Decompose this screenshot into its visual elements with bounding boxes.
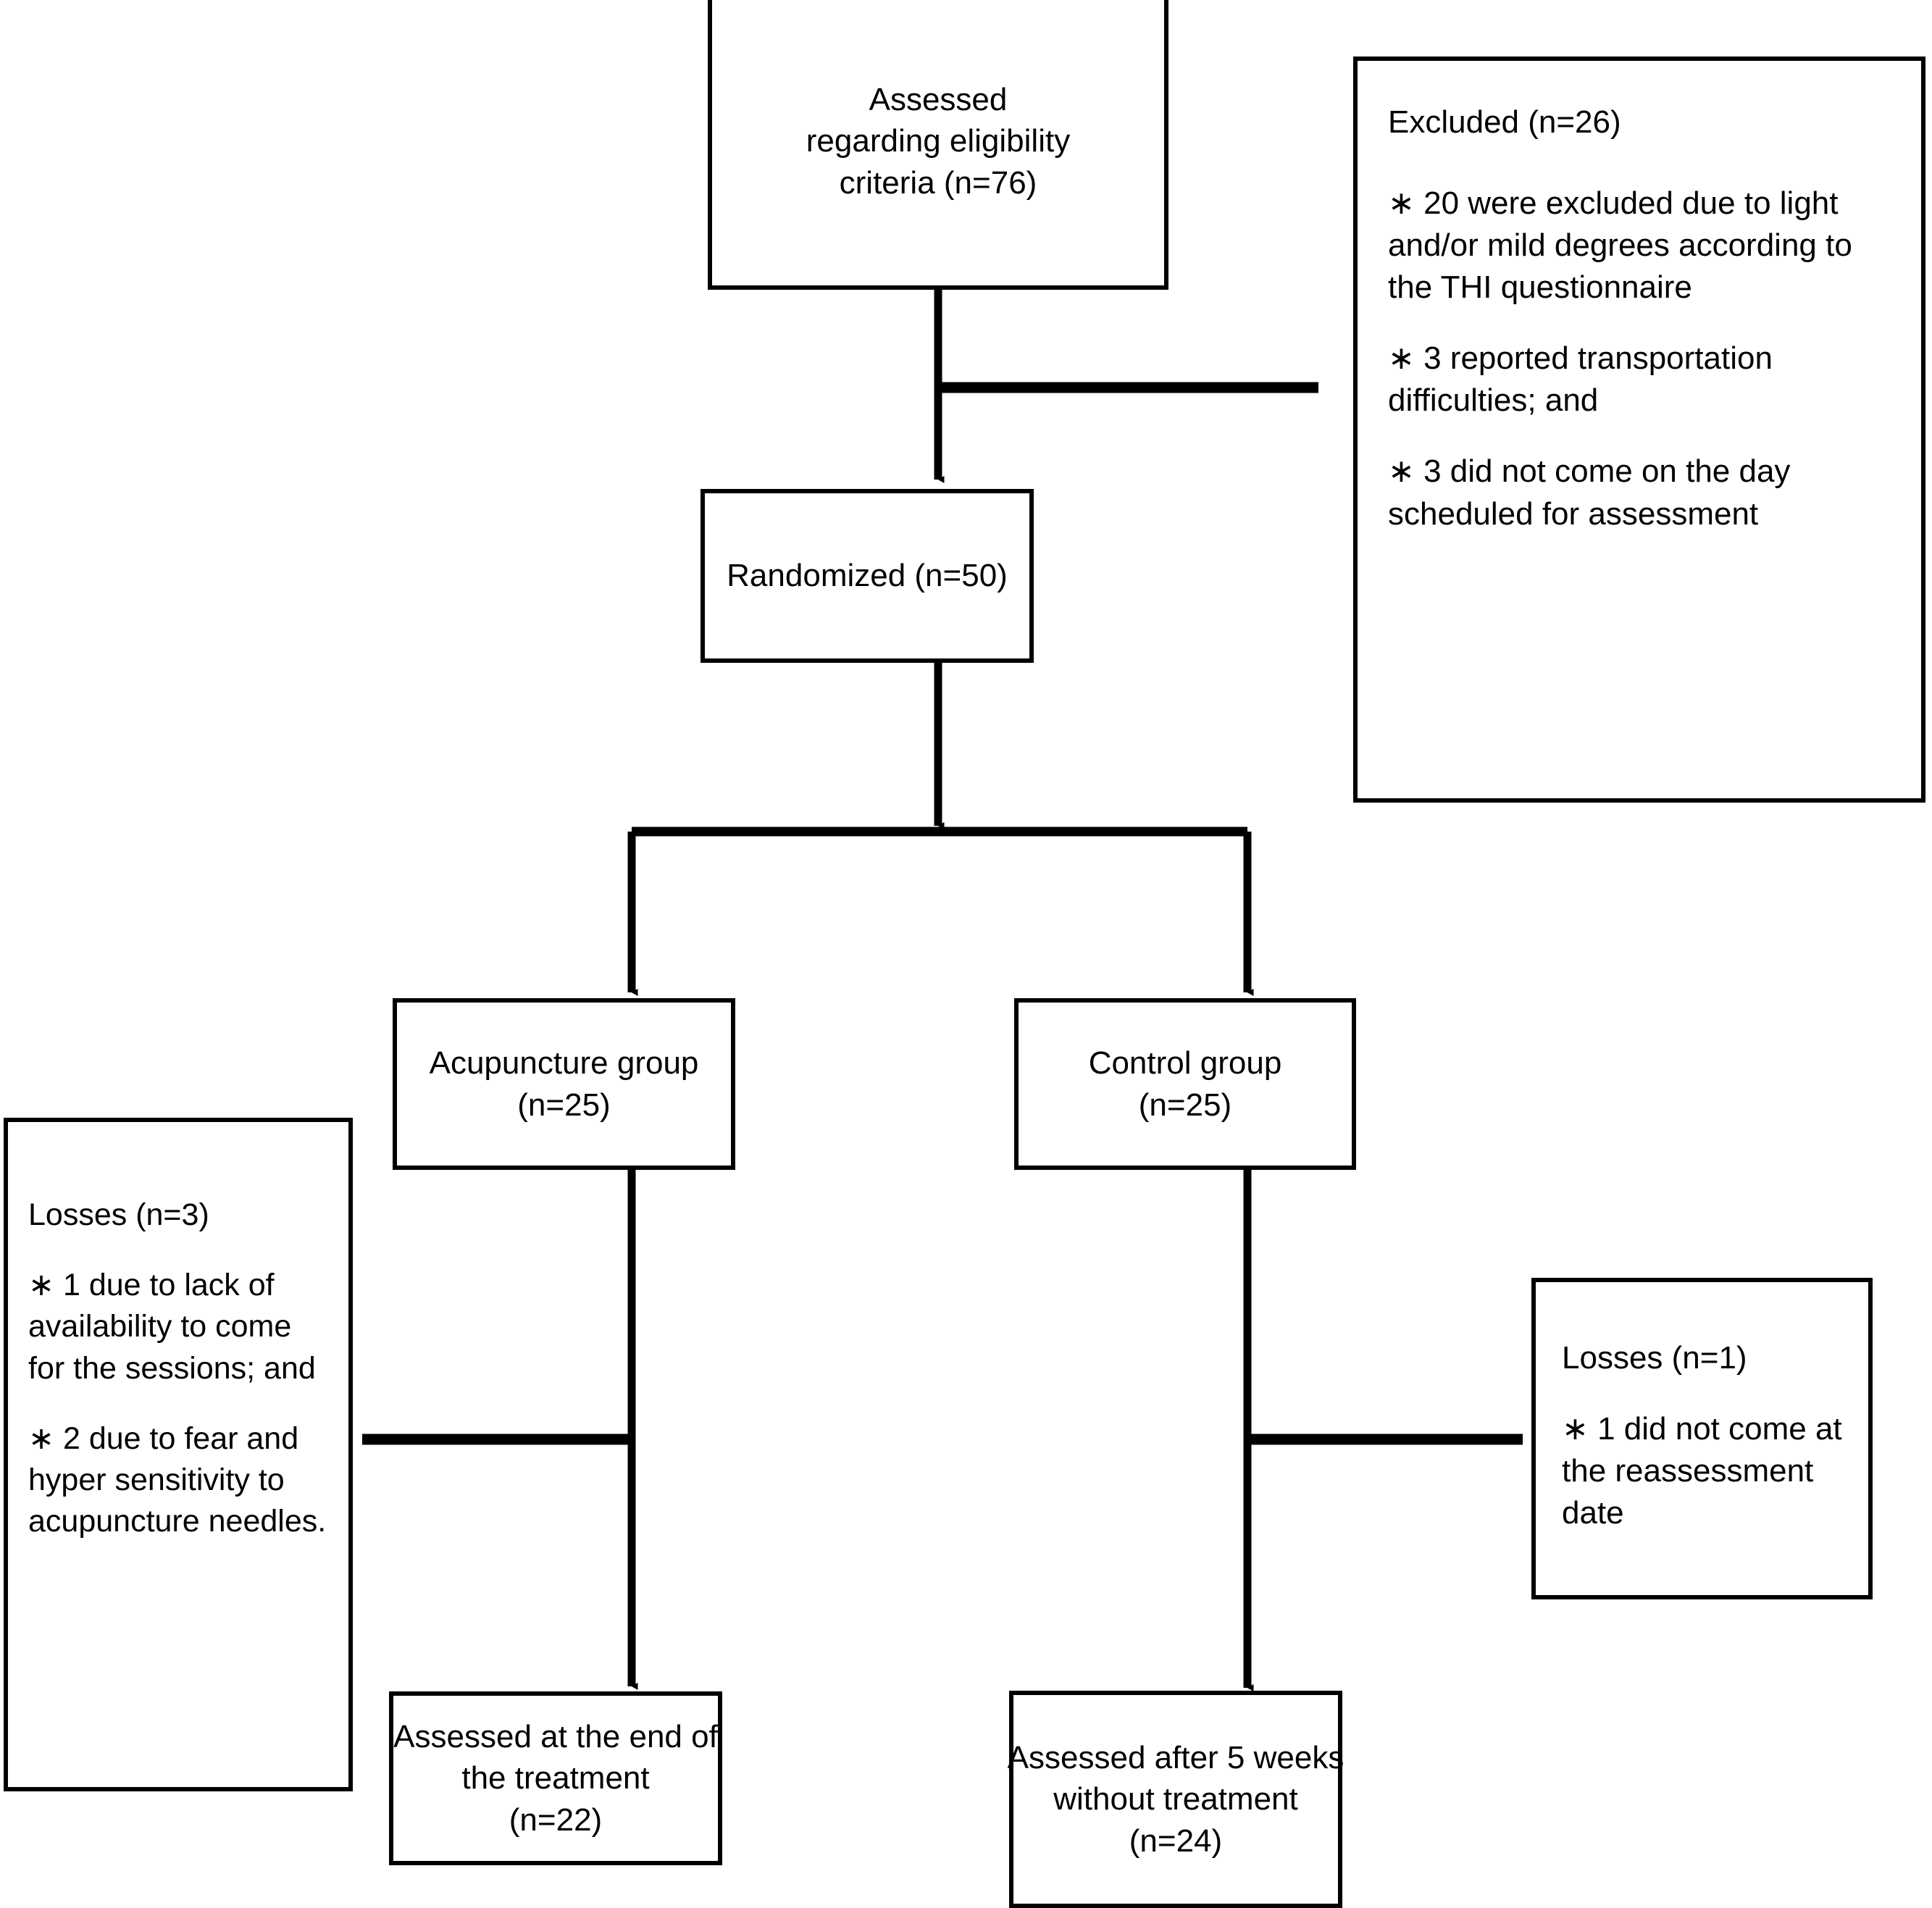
node-losses-control: Losses (n=1) ∗ 1 did not come at the rea…: [1531, 1278, 1873, 1599]
losses-acupuncture-item-1: ∗ 1 due to lack of availability to come …: [28, 1268, 316, 1386]
assessed-eligibility-line-3: criteria (n=76): [839, 164, 1037, 201]
node-assessed-eligibility: Assessed regarding eligibility criteria …: [708, 0, 1168, 290]
losses-control-heading: Losses (n=1): [1562, 1340, 1747, 1376]
assessed-end-treatment-line-1: Assessed at the end of: [393, 1719, 718, 1755]
node-randomized: Randomized (n=50): [701, 489, 1034, 663]
losses-acupuncture-heading: Losses (n=3): [28, 1197, 209, 1232]
node-assessed-after-5-weeks: Assessed after 5 weeks without treatment…: [1007, 1691, 1345, 1908]
node-excluded: Excluded (n=26) ∗ 20 were excluded due t…: [1353, 57, 1925, 803]
control-group-line-2: (n=25): [1138, 1087, 1232, 1123]
assessed-after-5-weeks-line-1: Assessed after 5 weeks: [1007, 1740, 1345, 1776]
excluded-item-1: ∗ 20 were excluded due to light and/or m…: [1388, 185, 1862, 306]
control-group-line-1: Control group: [1088, 1045, 1282, 1081]
losses-acupuncture-item-2: ∗ 2 due to fear and hyper sensitivity to…: [28, 1420, 327, 1539]
acupuncture-group-line-2: (n=25): [517, 1087, 611, 1123]
assessed-end-treatment-line-2: the treatment: [461, 1760, 650, 1796]
acupuncture-group-line-1: Acupuncture group: [429, 1045, 699, 1081]
assessed-eligibility-line-2: regarding eligibility: [806, 123, 1071, 159]
node-control-group: Control group (n=25): [1014, 998, 1356, 1170]
assessed-after-5-weeks-line-2: without treatment: [1053, 1781, 1298, 1817]
node-acupuncture-group: Acupuncture group (n=25): [393, 998, 735, 1170]
randomized-line-1: Randomized (n=50): [727, 558, 1008, 594]
node-assessed-end-treatment: Assessed at the end of the treatment (n=…: [389, 1691, 722, 1865]
assessed-after-5-weeks-line-3: (n=24): [1129, 1823, 1223, 1859]
node-losses-acupuncture: Losses (n=3) ∗ 1 due to lack of availabi…: [4, 1118, 353, 1791]
excluded-item-3: ∗ 3 did not come on the day scheduled fo…: [1388, 453, 1799, 532]
assessed-end-treatment-line-3: (n=22): [509, 1802, 603, 1838]
excluded-heading: Excluded (n=26): [1388, 104, 1621, 140]
assessed-eligibility-line-1: Assessed: [869, 82, 1008, 118]
losses-control-item-1: ∗ 1 did not come at the reassessment dat…: [1562, 1411, 1851, 1531]
excluded-item-2: ∗ 3 reported transportation difficulties…: [1388, 340, 1782, 419]
